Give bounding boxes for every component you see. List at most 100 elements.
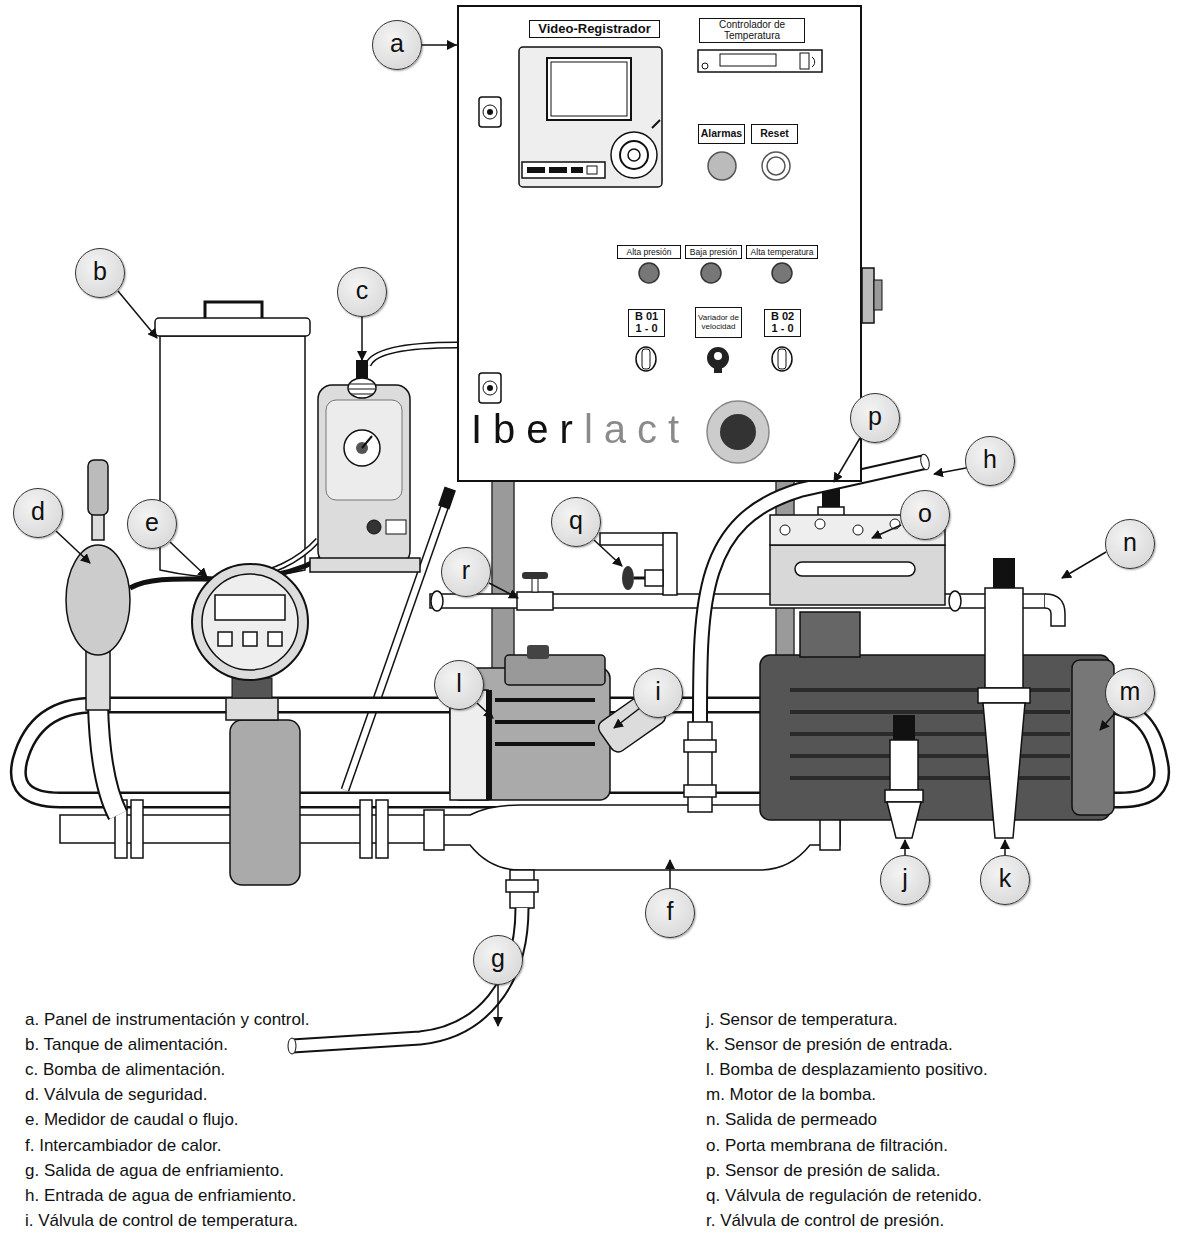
speed-knob [707,347,729,369]
panel-tag: Alta temperatura [746,245,818,259]
callout-letter: h [983,447,997,472]
panel-lock-ring [483,381,497,395]
callout-letter: b [93,259,107,284]
panel-tag: Reset [751,124,798,144]
panel-tag: B 01 1 - 0 [628,309,665,337]
panel-tag: Alarmas [698,124,745,144]
leader-line [934,468,966,474]
selector-switch [772,347,792,371]
callout-circle: q [551,497,601,547]
panel-face [457,5,862,482]
indicator-light [639,263,659,283]
pd-pump-cap [527,645,549,659]
panel-tag: B 02 1 - 0 [764,309,801,337]
recorder-slot [571,167,583,173]
panel-lock-core [487,109,493,115]
safety-valve-bulb [66,545,130,655]
tube-fitting [438,487,456,510]
dosing-display [386,520,406,534]
temperature-sensor-nut [885,790,923,802]
alarm-button [708,152,736,180]
callout-letter: i [655,679,661,704]
speed-knob-tick [714,367,722,373]
flow-meter-body [230,720,300,885]
panel-tag: Video-Registrador [529,20,660,38]
dosing-dial [344,430,380,466]
leader-line [170,542,207,577]
tag-text: Baja presión [690,248,737,257]
selector-lever [778,349,786,369]
callout-circle: b [75,248,125,298]
pipe-flange [360,800,372,858]
callout-letter: p [868,404,882,429]
recorder-slot [527,167,545,173]
callout-letter: d [31,499,45,524]
callout-letter: r [462,558,470,583]
leader-line [118,291,157,338]
pd-pump-rib [495,698,595,702]
tank-lid [155,318,310,336]
inlet-sensor-nut [978,688,1030,703]
callout-letter: a [390,31,404,56]
panel-lock-ring [483,105,497,119]
callout-letter: c [356,278,369,303]
pd-pump-rib [495,720,595,724]
dosing-dial-pointer [362,436,372,448]
membrane-holder [770,545,945,605]
dosing-pump-face [326,400,402,500]
brand-text: Iberlact [471,409,690,449]
dosing-head-stripe [351,394,373,395]
recorder-dial-center [628,149,640,161]
leader-line [1004,840,1006,855]
temperature-sensor-tip [887,802,921,838]
feed-tank [160,336,305,578]
recorder-key [652,120,660,128]
flow-meter-neck [232,678,272,698]
dosing-head-stripe [349,389,375,390]
pump-motor [760,655,1110,820]
motor-terminal-box [800,612,860,657]
pipe-flange [131,800,143,858]
tag-text: B 01 1 - 0 [632,311,661,334]
leader-line [361,317,363,360]
callout-circle: h [965,436,1015,486]
motor-fin [790,732,1070,736]
key-entry: l. Bomba de desplazamiento positivo. [706,1060,988,1080]
cooling-fitting-nut [684,740,716,752]
leader-line [834,438,860,482]
retentate-valve-body [645,570,663,586]
control-panel: Video-RegistradorControlador de Temperat… [457,5,862,482]
selector-lever [642,349,650,369]
recorder-dial [611,132,657,178]
flow-meter-collar [226,698,278,720]
leader-line [497,985,499,1026]
callout-circle: j [880,855,930,905]
pressure-valve-handle [522,572,548,579]
dosing-line-core [368,345,457,365]
dosing-fitting [356,360,368,378]
leader-line [669,860,671,888]
membrane-bolt [853,525,863,535]
inlet-sensor-head [993,558,1015,588]
reset-button-ring [767,157,785,175]
callout-circle: a [372,20,422,70]
hose-end [919,453,930,470]
key-entry: m. Motor de la bomba. [706,1085,876,1105]
tag-text: B 02 1 - 0 [768,311,797,334]
leader-line [594,540,622,566]
pipe-union [949,591,961,611]
cooling-outlet-hose-core [292,908,522,1046]
callout-circle: m [1105,668,1155,718]
pressure-valve-stem [532,578,538,592]
leader-line [56,531,90,563]
safety-valve-riser-core [98,705,118,815]
permeate-elbow [1045,594,1065,626]
cooling-fitting [688,722,712,812]
flow-meter-key [268,632,282,646]
dosing-head-stripe [350,384,374,385]
key-entry: r. Válvula de control de presión. [706,1211,944,1231]
callout-letter: g [491,946,505,971]
callout-letter: f [667,899,674,924]
callout-circle: r [441,547,491,597]
